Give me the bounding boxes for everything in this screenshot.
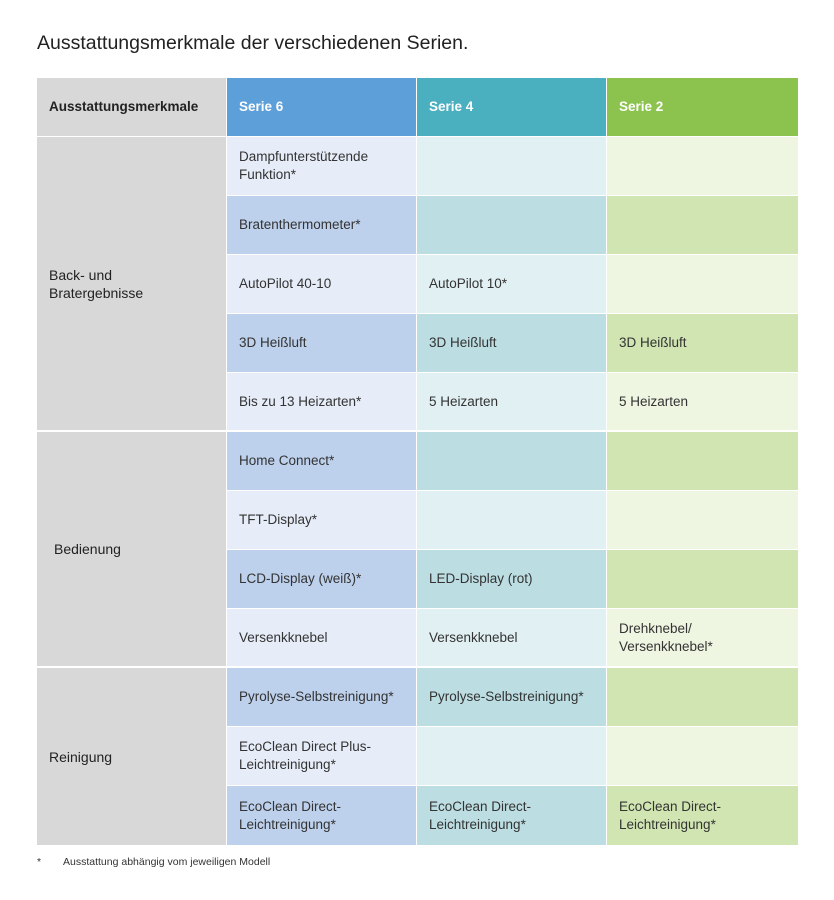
table-cell-serie-6: Dampfunterstützende Funktion*	[227, 137, 417, 196]
category-reinigung: Reinigung	[37, 668, 227, 845]
header-serie-2: Serie 2	[607, 78, 799, 137]
table-cell-serie-6: EcoClean Direct-Leichtreinigung*	[227, 786, 417, 845]
table-cell-serie-6: Bis zu 13 Heizarten*	[227, 373, 417, 432]
category-back-und-bratergebnisse: Back- und Bratergebnisse	[37, 137, 227, 432]
table-cell-serie-2: EcoClean Direct-Leichtreinigung*	[607, 786, 799, 845]
footnote-symbol: *	[37, 856, 42, 868]
table-cell-serie-2	[607, 432, 799, 491]
table-cell-serie-4	[417, 137, 607, 196]
table-cell-serie-4: Pyrolyse-Selbstreinigung*	[417, 668, 607, 727]
table-cell-serie-6: 3D Heißluft	[227, 314, 417, 373]
table-cell-serie-2: 3D Heißluft	[607, 314, 799, 373]
table-cell-serie-2	[607, 196, 799, 255]
table-cell-serie-6: Bratenthermometer*	[227, 196, 417, 255]
table-cell-serie-6: Home Connect*	[227, 432, 417, 491]
table-cell-serie-6: Versenkknebel	[227, 609, 417, 668]
table-cell-serie-4	[417, 491, 607, 550]
table-cell-serie-6: LCD-Display (weiß)*	[227, 550, 417, 609]
table-cell-serie-2	[607, 137, 799, 196]
footnote: * Ausstattung abhängig vom jeweiligen Mod…	[37, 856, 270, 868]
table-cell-serie-6: AutoPilot 40-10	[227, 255, 417, 314]
table-cell-serie-2	[607, 668, 799, 727]
table-cell-serie-2	[607, 550, 799, 609]
table-cell-serie-6: EcoClean Direct Plus-Leichtreinigung*	[227, 727, 417, 786]
table-cell-serie-2	[607, 727, 799, 786]
table-cell-serie-2: Drehknebel/ Versenkknebel*	[607, 609, 799, 668]
category-line: Bratergebnisse	[49, 284, 144, 301]
header-features-label: Ausstattungsmerkmale	[37, 78, 227, 137]
header-serie-6: Serie 6	[227, 78, 417, 137]
category-line: Bedienung	[54, 541, 121, 557]
table-cell-serie-2: 5 Heizarten	[607, 373, 799, 432]
table-cell-serie-4: AutoPilot 10*	[417, 255, 607, 314]
table-cell-serie-4: 5 Heizarten	[417, 373, 607, 432]
header-serie-4: Serie 4	[417, 78, 607, 137]
table-cell-serie-4	[417, 727, 607, 786]
table-cell-serie-4	[417, 432, 607, 491]
page-title: Ausstattungsmerkmale der verschiedenen S…	[37, 32, 469, 54]
table-cell-serie-4: LED-Display (rot)	[417, 550, 607, 609]
category-line: Reinigung	[49, 748, 113, 765]
table-cell-serie-6: Pyrolyse-Selbstreinigung*	[227, 668, 417, 727]
table-cell-serie-4: 3D Heißluft	[417, 314, 607, 373]
footnote-text: Ausstattung abhängig vom jeweiligen Mode…	[63, 856, 271, 868]
features-table: Ausstattungsmerkmale Serie 6 Serie 4 Ser…	[37, 78, 799, 845]
table-cell-serie-6: TFT-Display*	[227, 491, 417, 550]
table-cell-serie-4: Versenkknebel	[417, 609, 607, 668]
table-cell-serie-4	[417, 196, 607, 255]
category-line: Back- und	[49, 266, 113, 283]
table-cell-serie-2	[607, 491, 799, 550]
table-cell-serie-2	[607, 255, 799, 314]
table-cell-serie-4: EcoClean Direct-Leichtreinigung*	[417, 786, 607, 845]
category-bedienung: Bedienung	[37, 432, 227, 668]
